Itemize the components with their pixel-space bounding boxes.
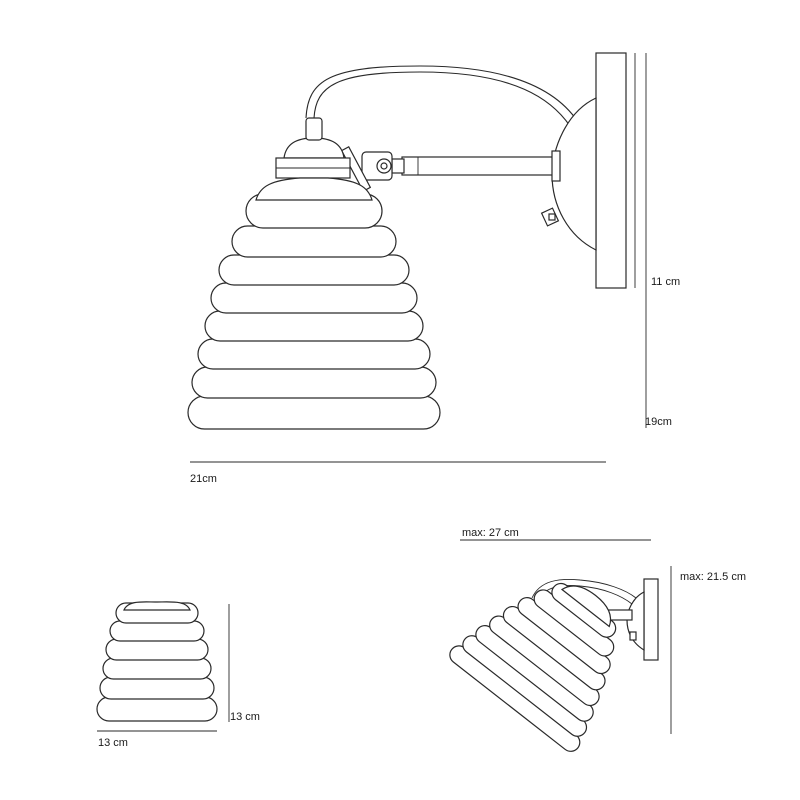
main-lamp-view: 11 cm 19cm 21cm xyxy=(187,52,680,485)
label-shade-height: 13 cm xyxy=(230,711,260,723)
socket xyxy=(283,137,345,159)
label-shade-width: 13 cm xyxy=(98,737,128,749)
tilted-shade xyxy=(449,582,617,752)
small-shade xyxy=(96,601,218,722)
cable xyxy=(305,65,579,123)
label-19cm: 19cm xyxy=(645,416,672,428)
wall-plate xyxy=(595,52,627,289)
label-max-height: max: 21.5 cm xyxy=(680,571,746,583)
shade xyxy=(187,177,441,430)
label-11cm: 11 cm xyxy=(651,276,680,288)
max-wall-plate xyxy=(643,578,659,661)
label-max-width: max: 27 cm xyxy=(462,527,519,539)
max-extension-view: max: 27 cm max: 21.5 cm xyxy=(449,527,746,752)
shade-only-view: 13 cm 13 cm xyxy=(96,601,260,749)
label-21cm: 21cm xyxy=(190,473,217,485)
arm-rod xyxy=(401,156,559,176)
